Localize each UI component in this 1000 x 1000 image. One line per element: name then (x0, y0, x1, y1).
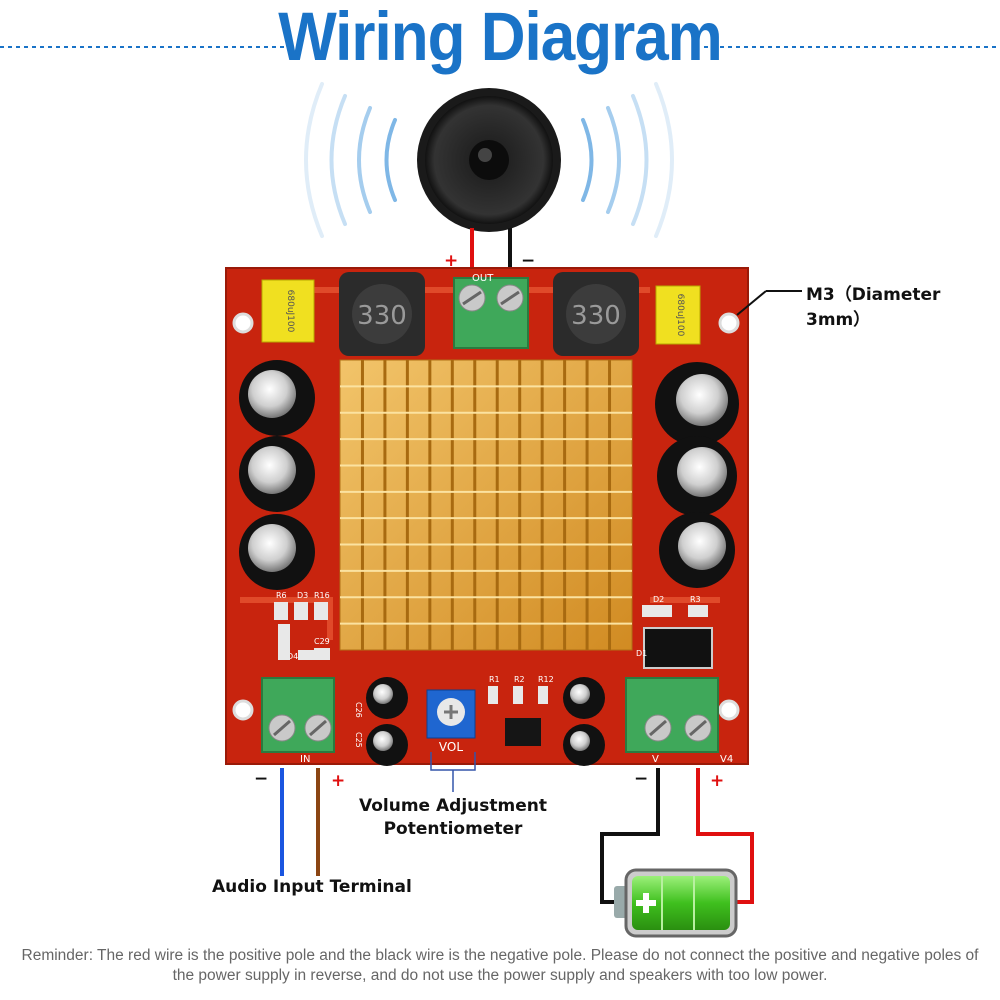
audio-input-label: Audio Input Terminal (212, 877, 412, 897)
electrolytic-capacitors-left (239, 360, 315, 590)
page-title: Wiring Diagram (278, 0, 723, 76)
speaker-minus-label: − (521, 251, 535, 271)
svg-text:R6: R6 (276, 591, 287, 600)
mounting-holes (232, 312, 740, 721)
output-terminal: OUT (453, 273, 529, 349)
mount-hole-label: M3（Diameter 3mm） (806, 285, 941, 330)
volume-potentiometer-label: Volume Adjustment Potentiometer (340, 795, 566, 841)
svg-text:R3: R3 (690, 595, 701, 604)
svg-text:C29: C29 (314, 637, 330, 646)
svg-text:VOL: VOL (439, 740, 463, 754)
svg-text:D4: D4 (287, 652, 298, 661)
volume-potentiometer: VOL (426, 689, 476, 792)
reminder-text: Reminder: The red wire is the positive p… (21, 947, 979, 984)
power-plus-label: + (710, 771, 724, 791)
smd-components-left: R6 D3 R16 C29 D4 (274, 591, 330, 661)
input-terminal: IN (261, 677, 335, 765)
sound-waves-icon (304, 82, 674, 238)
svg-text:D1: D1 (636, 649, 647, 658)
svg-text:330: 330 (357, 301, 407, 331)
power-wire-negative (600, 768, 660, 904)
volume-label-line1: Volume Adjustment (359, 796, 547, 816)
speaker-icon (417, 88, 561, 232)
power-minus-label: − (634, 769, 648, 789)
film-capacitors: 680uJ100 680uJ100 (261, 279, 701, 345)
svg-text:D3: D3 (297, 591, 308, 600)
svg-text:680uJ100: 680uJ100 (285, 290, 295, 333)
small-capacitors: C26 C25 (354, 677, 605, 766)
title-dotted-line-right (704, 46, 1000, 48)
mount-hole-pointer (736, 290, 767, 316)
svg-text:R12: R12 (538, 675, 554, 684)
svg-text:D2: D2 (653, 595, 664, 604)
svg-text:V: V (652, 754, 659, 765)
heatsink (339, 359, 633, 651)
electrolytic-capacitors-right (655, 362, 739, 588)
svg-text:C26: C26 (354, 702, 363, 718)
svg-text:OUT: OUT (472, 273, 494, 284)
title-dotted-line-left (0, 46, 300, 48)
inductors: 330 330 (339, 272, 639, 356)
power-wire-positive (696, 768, 754, 904)
smd-components-right: D2 R3 D1 (636, 595, 713, 669)
audio-plus-label: + (331, 771, 345, 791)
volume-label-line2: Potentiometer (383, 819, 523, 839)
battery-icon (614, 868, 738, 938)
svg-text:330: 330 (571, 301, 621, 331)
op-amp-chip: R1 R2 R12 (488, 675, 554, 746)
svg-text:V4: V4 (720, 754, 733, 765)
svg-text:R2: R2 (514, 675, 525, 684)
speaker-plus-label: + (444, 251, 458, 271)
svg-text:R1: R1 (489, 675, 500, 684)
svg-text:R16: R16 (314, 591, 330, 600)
audio-minus-label: − (254, 769, 268, 789)
power-terminal: V V4 (625, 677, 733, 765)
svg-text:C25: C25 (354, 732, 363, 748)
svg-text:680uJ100: 680uJ100 (675, 294, 685, 337)
svg-text:IN: IN (300, 754, 310, 765)
